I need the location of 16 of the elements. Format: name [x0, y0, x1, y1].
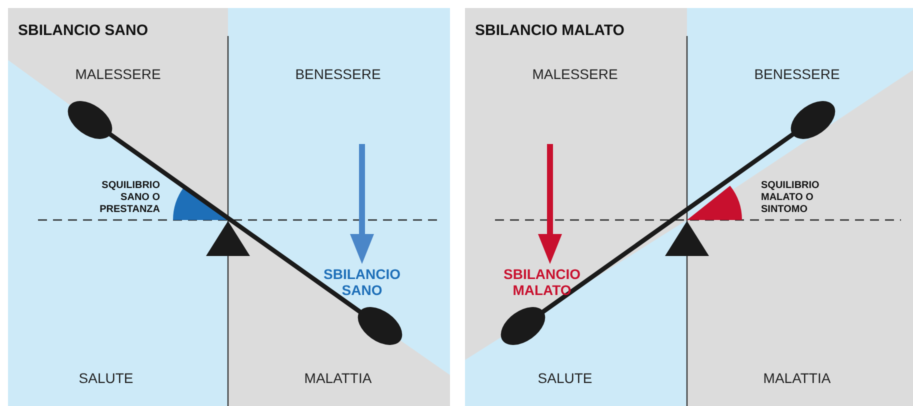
quadrant-label: SALUTE — [78, 370, 134, 386]
quadrant-label: BENESSERE — [294, 66, 382, 82]
angle-label: SQUILIBRIO MALATO O SINTOMO — [761, 180, 820, 216]
panel-title: SBILANCIO SANO — [18, 22, 148, 39]
diagram-panel — [8, 8, 450, 406]
quadrant-label: BENESSERE — [753, 66, 841, 82]
diagram-panel — [465, 8, 913, 406]
quadrant-label: MALATTIA — [762, 370, 832, 386]
imbalance-label: SBILANCIO SANO — [322, 266, 402, 298]
quadrant-label: MALESSERE — [531, 66, 619, 82]
imbalance-label: SBILANCIO MALATO — [502, 266, 582, 298]
angle-label: SQUILIBRIO SANO O PRESTANZA — [98, 180, 160, 216]
quadrant-label: MALESSERE — [74, 66, 162, 82]
quadrant-label: MALATTIA — [303, 370, 373, 386]
panel-title: SBILANCIO MALATO — [475, 22, 624, 39]
quadrant-label: SALUTE — [536, 370, 594, 386]
